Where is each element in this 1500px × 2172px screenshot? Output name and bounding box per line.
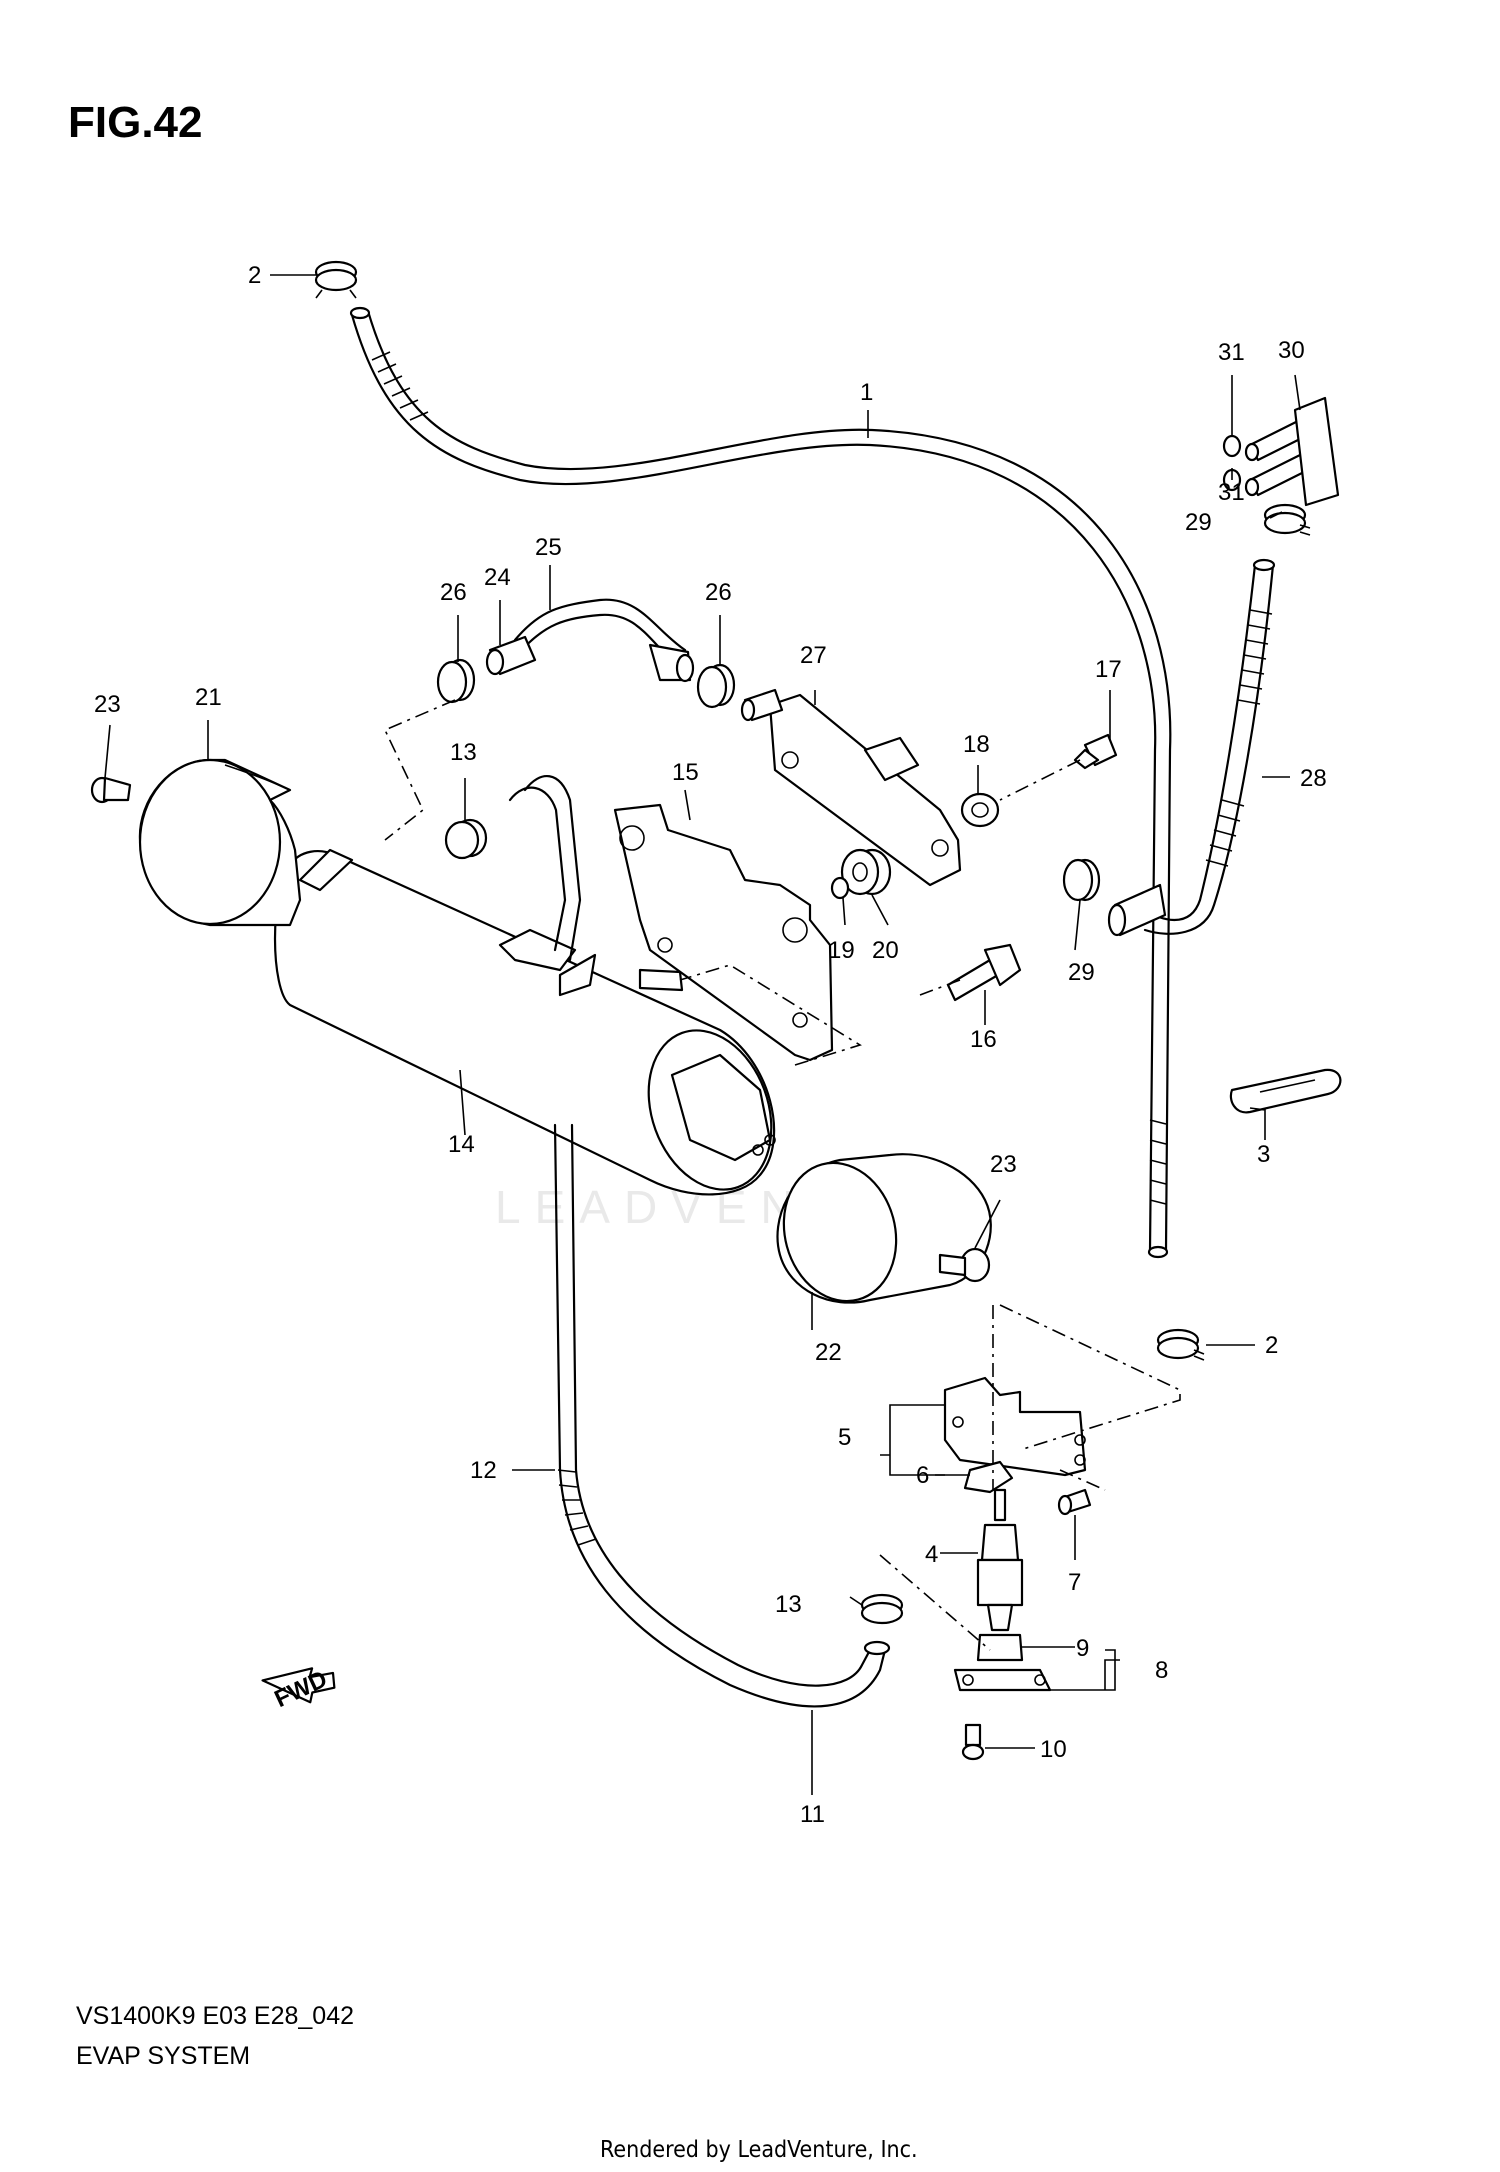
clamp-2-top — [314, 260, 358, 299]
hose-28 — [1143, 558, 1276, 935]
bolt-16 — [946, 943, 1022, 1002]
hose-12 — [508, 774, 891, 1708]
callout-2-bottom: 2 — [1265, 1332, 1278, 1359]
callout-31-top: 31 — [1218, 339, 1245, 366]
clamp-13-bottom — [860, 1593, 904, 1625]
credit-footer: Rendered by LeadVenture, Inc. — [600, 2137, 918, 2163]
clamp-29-top — [1263, 503, 1311, 536]
bracket-27 — [740, 688, 962, 887]
clamp-29-lower — [1062, 858, 1101, 902]
bolt-17 — [1073, 733, 1118, 770]
clamp-26-right — [696, 663, 736, 709]
callout-4: 4 — [925, 1541, 938, 1568]
callout-30: 30 — [1278, 337, 1305, 364]
bracket-15 — [613, 803, 834, 1062]
callout-15: 15 — [672, 759, 699, 786]
washer-18 — [960, 792, 1000, 828]
leader-lines — [104, 274, 1301, 1795]
callout-11: 11 — [800, 1801, 825, 1828]
hose-25 — [485, 598, 695, 683]
callout-28: 28 — [1300, 765, 1327, 792]
cover-22 — [776, 1153, 992, 1304]
callout-31-bottom: 31 — [1218, 479, 1245, 506]
callout-29-lower: 29 — [1068, 959, 1095, 986]
cover-21 — [138, 758, 302, 927]
clamp-9 — [976, 1633, 1024, 1662]
collar-19 — [830, 876, 850, 900]
callout-21: 21 — [195, 684, 222, 711]
callout-24: 24 — [484, 564, 511, 591]
section-name: EVAP SYSTEM — [76, 2042, 251, 2070]
t-fitting-30 — [1244, 396, 1340, 507]
assembly-lines — [383, 699, 1181, 1651]
filter-4 — [976, 1488, 1024, 1632]
clamp-8 — [953, 1668, 1052, 1692]
callout-17: 17 — [1095, 656, 1122, 683]
callout-13-top: 13 — [450, 739, 477, 766]
screw-7 — [1057, 1488, 1092, 1516]
clamp-26-left — [436, 658, 476, 704]
bolt-23-right — [938, 1247, 991, 1283]
clamp-6 — [963, 1460, 1014, 1494]
grommet-20 — [840, 848, 892, 896]
canister-14 — [273, 848, 776, 1196]
callout-16: 16 — [970, 1026, 997, 1053]
callout-26-left: 26 — [440, 579, 467, 606]
clip-3 — [1229, 1068, 1342, 1114]
screw-10 — [961, 1723, 985, 1761]
hose-1 — [349, 306, 1172, 1259]
callout-12: 12 — [470, 1457, 497, 1484]
clamp-13-top — [444, 818, 488, 860]
callout-1: 1 — [860, 379, 873, 406]
pipe-stub-29 — [1107, 883, 1167, 937]
callout-labels: 2 1 31 30 31 29 25 24 26 26 27 17 23 21 … — [94, 262, 1327, 1828]
fwd-arrow-icon: FWD — [261, 1666, 336, 1713]
callout-23-right: 23 — [990, 1151, 1017, 1178]
callout-5: 5 — [838, 1424, 851, 1451]
callout-25: 25 — [535, 534, 562, 561]
callout-2-top: 2 — [248, 262, 261, 289]
callout-27: 27 — [800, 642, 827, 669]
callout-26-right: 26 — [705, 579, 732, 606]
model-code: VS1400K9 E03 E28_042 — [76, 2002, 355, 2030]
bolt-23-left — [90, 776, 132, 804]
callout-19: 19 — [828, 937, 855, 964]
callout-23-left: 23 — [94, 691, 121, 718]
callout-20: 20 — [872, 937, 899, 964]
callout-10: 10 — [1040, 1736, 1067, 1763]
callout-13-bottom: 13 — [775, 1591, 802, 1618]
callout-9: 9 — [1076, 1635, 1089, 1662]
callout-8: 8 — [1155, 1657, 1168, 1684]
callout-18: 18 — [963, 731, 990, 758]
callout-3: 3 — [1257, 1141, 1270, 1168]
callout-14: 14 — [448, 1131, 475, 1158]
figure-title: FIG.42 — [68, 98, 203, 147]
bracket-5 — [943, 1376, 1087, 1477]
clamp-2-bottom — [1156, 1328, 1205, 1361]
callout-7: 7 — [1068, 1569, 1081, 1596]
callout-22: 22 — [815, 1339, 842, 1366]
callout-6: 6 — [916, 1462, 929, 1489]
callout-29-top: 29 — [1185, 509, 1212, 536]
